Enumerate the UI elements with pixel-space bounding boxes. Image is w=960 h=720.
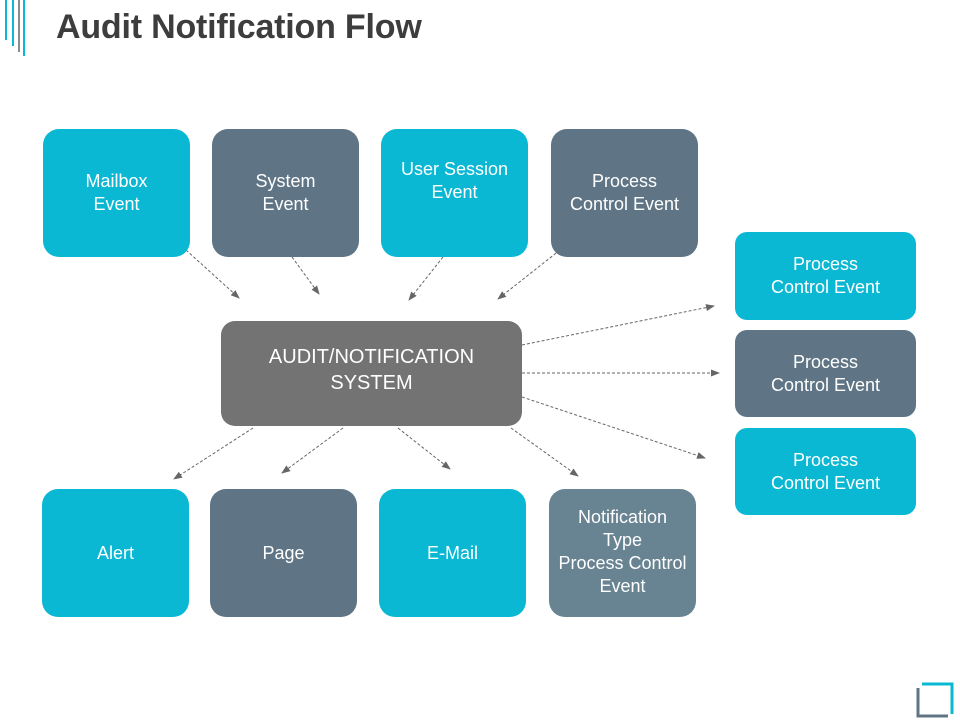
notification-box-alert: Alert (42, 489, 189, 617)
output-box-process-control-2: Process Control Event (735, 330, 916, 417)
arrow-process-control-to-system (497, 249, 561, 300)
notification-box-email: E-Mail (379, 489, 526, 617)
notification-label: Alert (96, 542, 134, 563)
arrow-system-to-notification-type (510, 427, 579, 477)
output-label: Process Control Event (770, 449, 881, 493)
corner-frame-icon (916, 682, 954, 718)
arrow-system-to-email (397, 427, 451, 470)
event-label: User Session Event (400, 159, 509, 202)
output-box-process-control-3: Process Control Event (735, 428, 916, 515)
arrow-mailbox-to-system (185, 249, 240, 299)
arrow-system-to-page (281, 427, 344, 474)
event-label: Mailbox Event (85, 171, 148, 214)
notification-label: E-Mail (426, 542, 478, 563)
audit-notification-system-box: AUDIT/NOTIFICATION SYSTEM (221, 321, 522, 426)
system-label: AUDIT/NOTIFICATION SYSTEM (268, 345, 475, 394)
page-title: Audit Notification Flow (56, 8, 422, 46)
notification-label: Page (262, 542, 305, 563)
arrow-system-event-to-system (291, 256, 320, 295)
arrow-system-to-output-1 (521, 304, 715, 346)
event-box-system: System Event (212, 129, 359, 257)
event-label: System Event (255, 171, 316, 214)
event-box-process-control: Process Control Event (551, 129, 698, 257)
title-accent-lines (5, 0, 25, 56)
event-box-mailbox: Mailbox Event (43, 129, 190, 257)
event-box-user-session: User Session Event (381, 129, 528, 257)
notification-box-page: Page (210, 489, 357, 617)
notification-label: Notification Type Process Control Event (558, 507, 687, 596)
output-label: Process Control Event (770, 254, 881, 297)
output-box-process-control-1: Process Control Event (735, 232, 916, 320)
arrow-user-session-to-system (408, 256, 444, 301)
event-label: Process Control Event (569, 171, 680, 214)
notification-box-notification-type: Notification Type Process Control Event (549, 489, 696, 617)
arrow-system-to-alert (173, 427, 254, 480)
arrow-system-to-output-3 (521, 396, 706, 459)
output-label: Process Control Event (770, 351, 881, 395)
